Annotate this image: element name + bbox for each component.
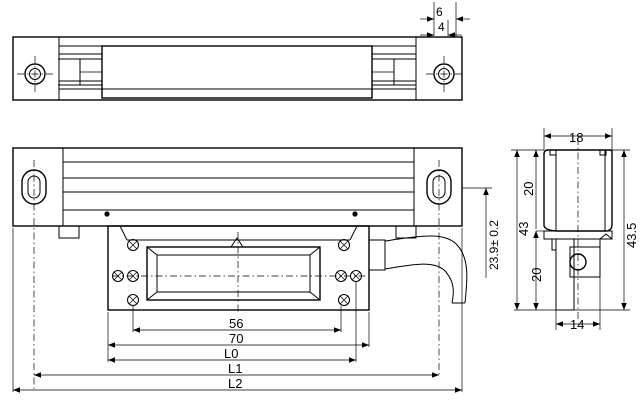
dim-70-label: 70 <box>229 331 243 346</box>
side-view-dimensions: 18 20 43 20 43.5 14 <box>511 128 639 332</box>
dim-l2-label: L2 <box>228 376 242 391</box>
dim-23-9-label: 23.9± 0.2 <box>487 220 501 270</box>
right-mounting-hole-icon <box>426 56 462 92</box>
dim-56-label: 56 <box>229 316 243 331</box>
cable-icon <box>368 235 468 304</box>
left-slot-icon <box>21 160 47 390</box>
dim-6-label: 6 <box>436 5 443 19</box>
bottom-length-dimensions: 56 70 L0 L1 L2 <box>12 228 463 393</box>
front-view <box>12 147 468 390</box>
reference-mark-icon <box>230 237 244 248</box>
top-offset-dimension: 6 4 <box>420 2 470 38</box>
right-slot-icon <box>426 160 452 375</box>
left-mounting-hole-icon <box>17 56 53 92</box>
dim-20-upper-label: 20 <box>521 182 536 196</box>
dim-43-5-label: 43.5 <box>624 223 639 248</box>
screw-hole-icon <box>112 239 362 306</box>
height-23-9-dimension: 23.9± 0.2 <box>462 187 501 278</box>
dim-20-lower-label: 20 <box>529 268 544 282</box>
side-view <box>543 138 613 320</box>
dim-l1-label: L1 <box>228 361 242 376</box>
dim-14-label: 14 <box>570 317 584 332</box>
dim-4-label: 4 <box>438 20 445 34</box>
top-view <box>12 36 463 101</box>
dim-l0-label: L0 <box>224 346 238 361</box>
dim-43-label: 43 <box>516 222 531 236</box>
dim-18-label: 18 <box>569 130 583 145</box>
reading-head <box>107 225 468 312</box>
